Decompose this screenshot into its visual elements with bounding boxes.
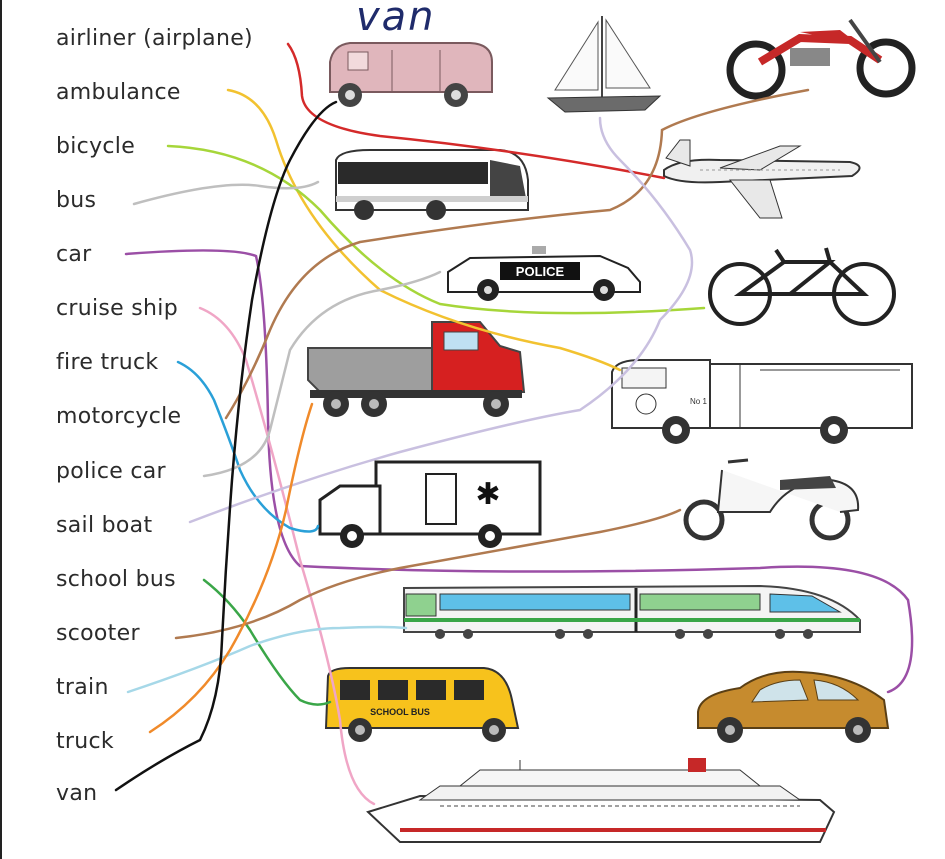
matching-lines xyxy=(114,42,914,806)
truck-picture xyxy=(307,321,526,417)
scooter-picture xyxy=(683,458,860,541)
line-truck xyxy=(148,402,314,734)
word-police-car: police car xyxy=(56,459,166,484)
motorcycle-picture xyxy=(726,18,916,100)
car-picture xyxy=(697,670,890,743)
word-motorcycle: motorcycle xyxy=(56,404,182,429)
line-fire-truck xyxy=(176,360,320,533)
school-bus-label: SCHOOL BUS xyxy=(370,707,430,717)
word-ambulance: ambulance xyxy=(56,80,181,105)
van-title: van xyxy=(356,0,436,40)
line-scooter xyxy=(174,508,682,640)
line-police-car xyxy=(202,270,442,478)
van-picture xyxy=(329,42,493,107)
word-sail-boat: sail boat xyxy=(56,513,153,538)
word-fire-truck: fire truck xyxy=(56,350,159,375)
word-school-bus: school bus xyxy=(56,567,176,592)
line-cruise-ship xyxy=(198,306,376,806)
line-van xyxy=(114,100,338,792)
cruise-ship-picture xyxy=(366,758,836,843)
word-bicycle: bicycle xyxy=(56,134,136,159)
police-label: POLICE xyxy=(516,264,565,279)
word-truck: truck xyxy=(56,729,114,754)
line-ambulance xyxy=(226,88,622,372)
police-car-picture: POLICE xyxy=(447,246,641,301)
line-train xyxy=(126,625,408,694)
word-van: van xyxy=(56,781,98,806)
line-sail-boat xyxy=(188,116,694,524)
line-motorcycle xyxy=(224,88,810,420)
fire-truck-label: No 1 xyxy=(690,397,707,406)
word-train: train xyxy=(56,675,109,700)
train-picture xyxy=(403,584,861,639)
bicycle-picture xyxy=(708,247,896,326)
word-bus: bus xyxy=(56,188,97,213)
ambulance-picture: ✱ xyxy=(318,460,542,548)
fire-truck-picture: No 1 xyxy=(611,359,913,444)
word-airliner: airliner (airplane) xyxy=(56,26,253,51)
page-border xyxy=(0,0,2,859)
line-airliner xyxy=(286,42,666,180)
word-cruise-ship: cruise ship xyxy=(56,296,178,321)
svg-text:✱: ✱ xyxy=(475,477,500,512)
word-car: car xyxy=(56,242,92,267)
airliner-picture xyxy=(663,139,861,219)
word-scooter: scooter xyxy=(56,621,140,646)
school-bus-picture: SCHOOL BUS xyxy=(324,667,520,742)
line-bus xyxy=(132,180,320,206)
sail-boat-picture xyxy=(546,16,662,113)
line-school-bus xyxy=(202,578,332,706)
bus-picture xyxy=(335,149,529,220)
line-car xyxy=(124,249,914,694)
line-bicycle xyxy=(166,144,706,315)
